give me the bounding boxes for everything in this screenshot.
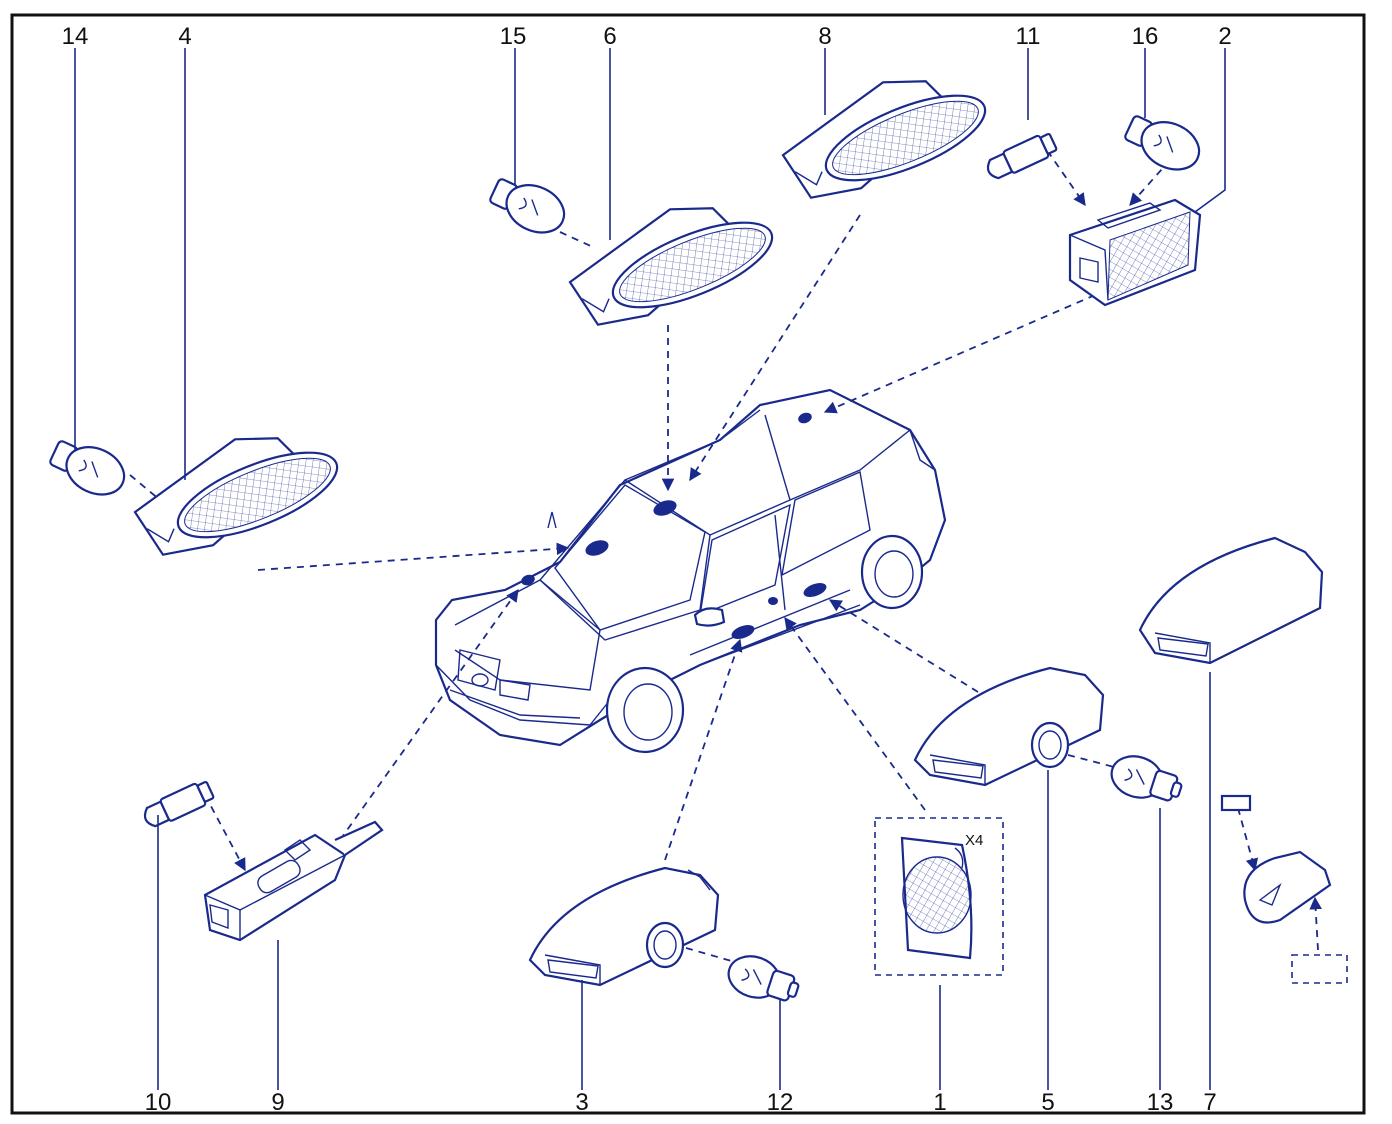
callout-9: 9 [271,1089,284,1116]
bulb-11 [986,132,1058,180]
callout-10: 10 [145,1089,172,1116]
bulb-10 [143,780,215,828]
callout-5: 5 [1041,1089,1054,1116]
indicator-bulb [1220,794,1348,984]
bulb-13 [1110,755,1183,802]
bulb-16 [1124,115,1201,171]
lamp-unit-4 [133,437,339,556]
callout-2: 2 [1218,23,1231,50]
callout-16: 16 [1132,23,1159,50]
mesh-panel-1 [874,817,1004,976]
callout-3: 3 [575,1089,588,1116]
lamp-unit-3 [528,866,720,987]
callout-7: 7 [1203,1089,1216,1116]
quantity-note: X4 [965,832,983,849]
lamp-unit-6 [568,207,774,326]
bulb-15 [489,178,566,234]
small-part-box [1220,794,1252,812]
callout-12: 12 [767,1089,794,1116]
dashed-part-box [1291,954,1348,984]
switch-unit-9 [203,820,384,942]
callout-1: 1 [933,1089,946,1116]
bulb-14 [49,440,126,496]
lamp-unit-5 [913,666,1105,787]
callout-labels: 14 4 15 6 8 11 16 2 10 9 3 12 1 5 13 7 X… [62,23,1232,1116]
callout-14: 14 [62,23,89,50]
callout-11: 11 [1016,23,1041,50]
callout-13: 13 [1147,1089,1174,1116]
car-illustration [434,388,947,754]
diagram-frame [10,13,1366,1115]
callout-8: 8 [818,23,831,50]
connection-lines [129,139,1322,963]
bulb-12 [727,955,800,1002]
callout-4: 4 [178,23,191,50]
lamp-unit-8 [781,80,987,199]
callout-15: 15 [500,23,527,50]
lamp-unit-7 [1138,536,1324,665]
leader-lines [74,48,1226,1090]
lamp-unit-2 [1068,198,1202,307]
callout-6: 6 [603,23,616,50]
